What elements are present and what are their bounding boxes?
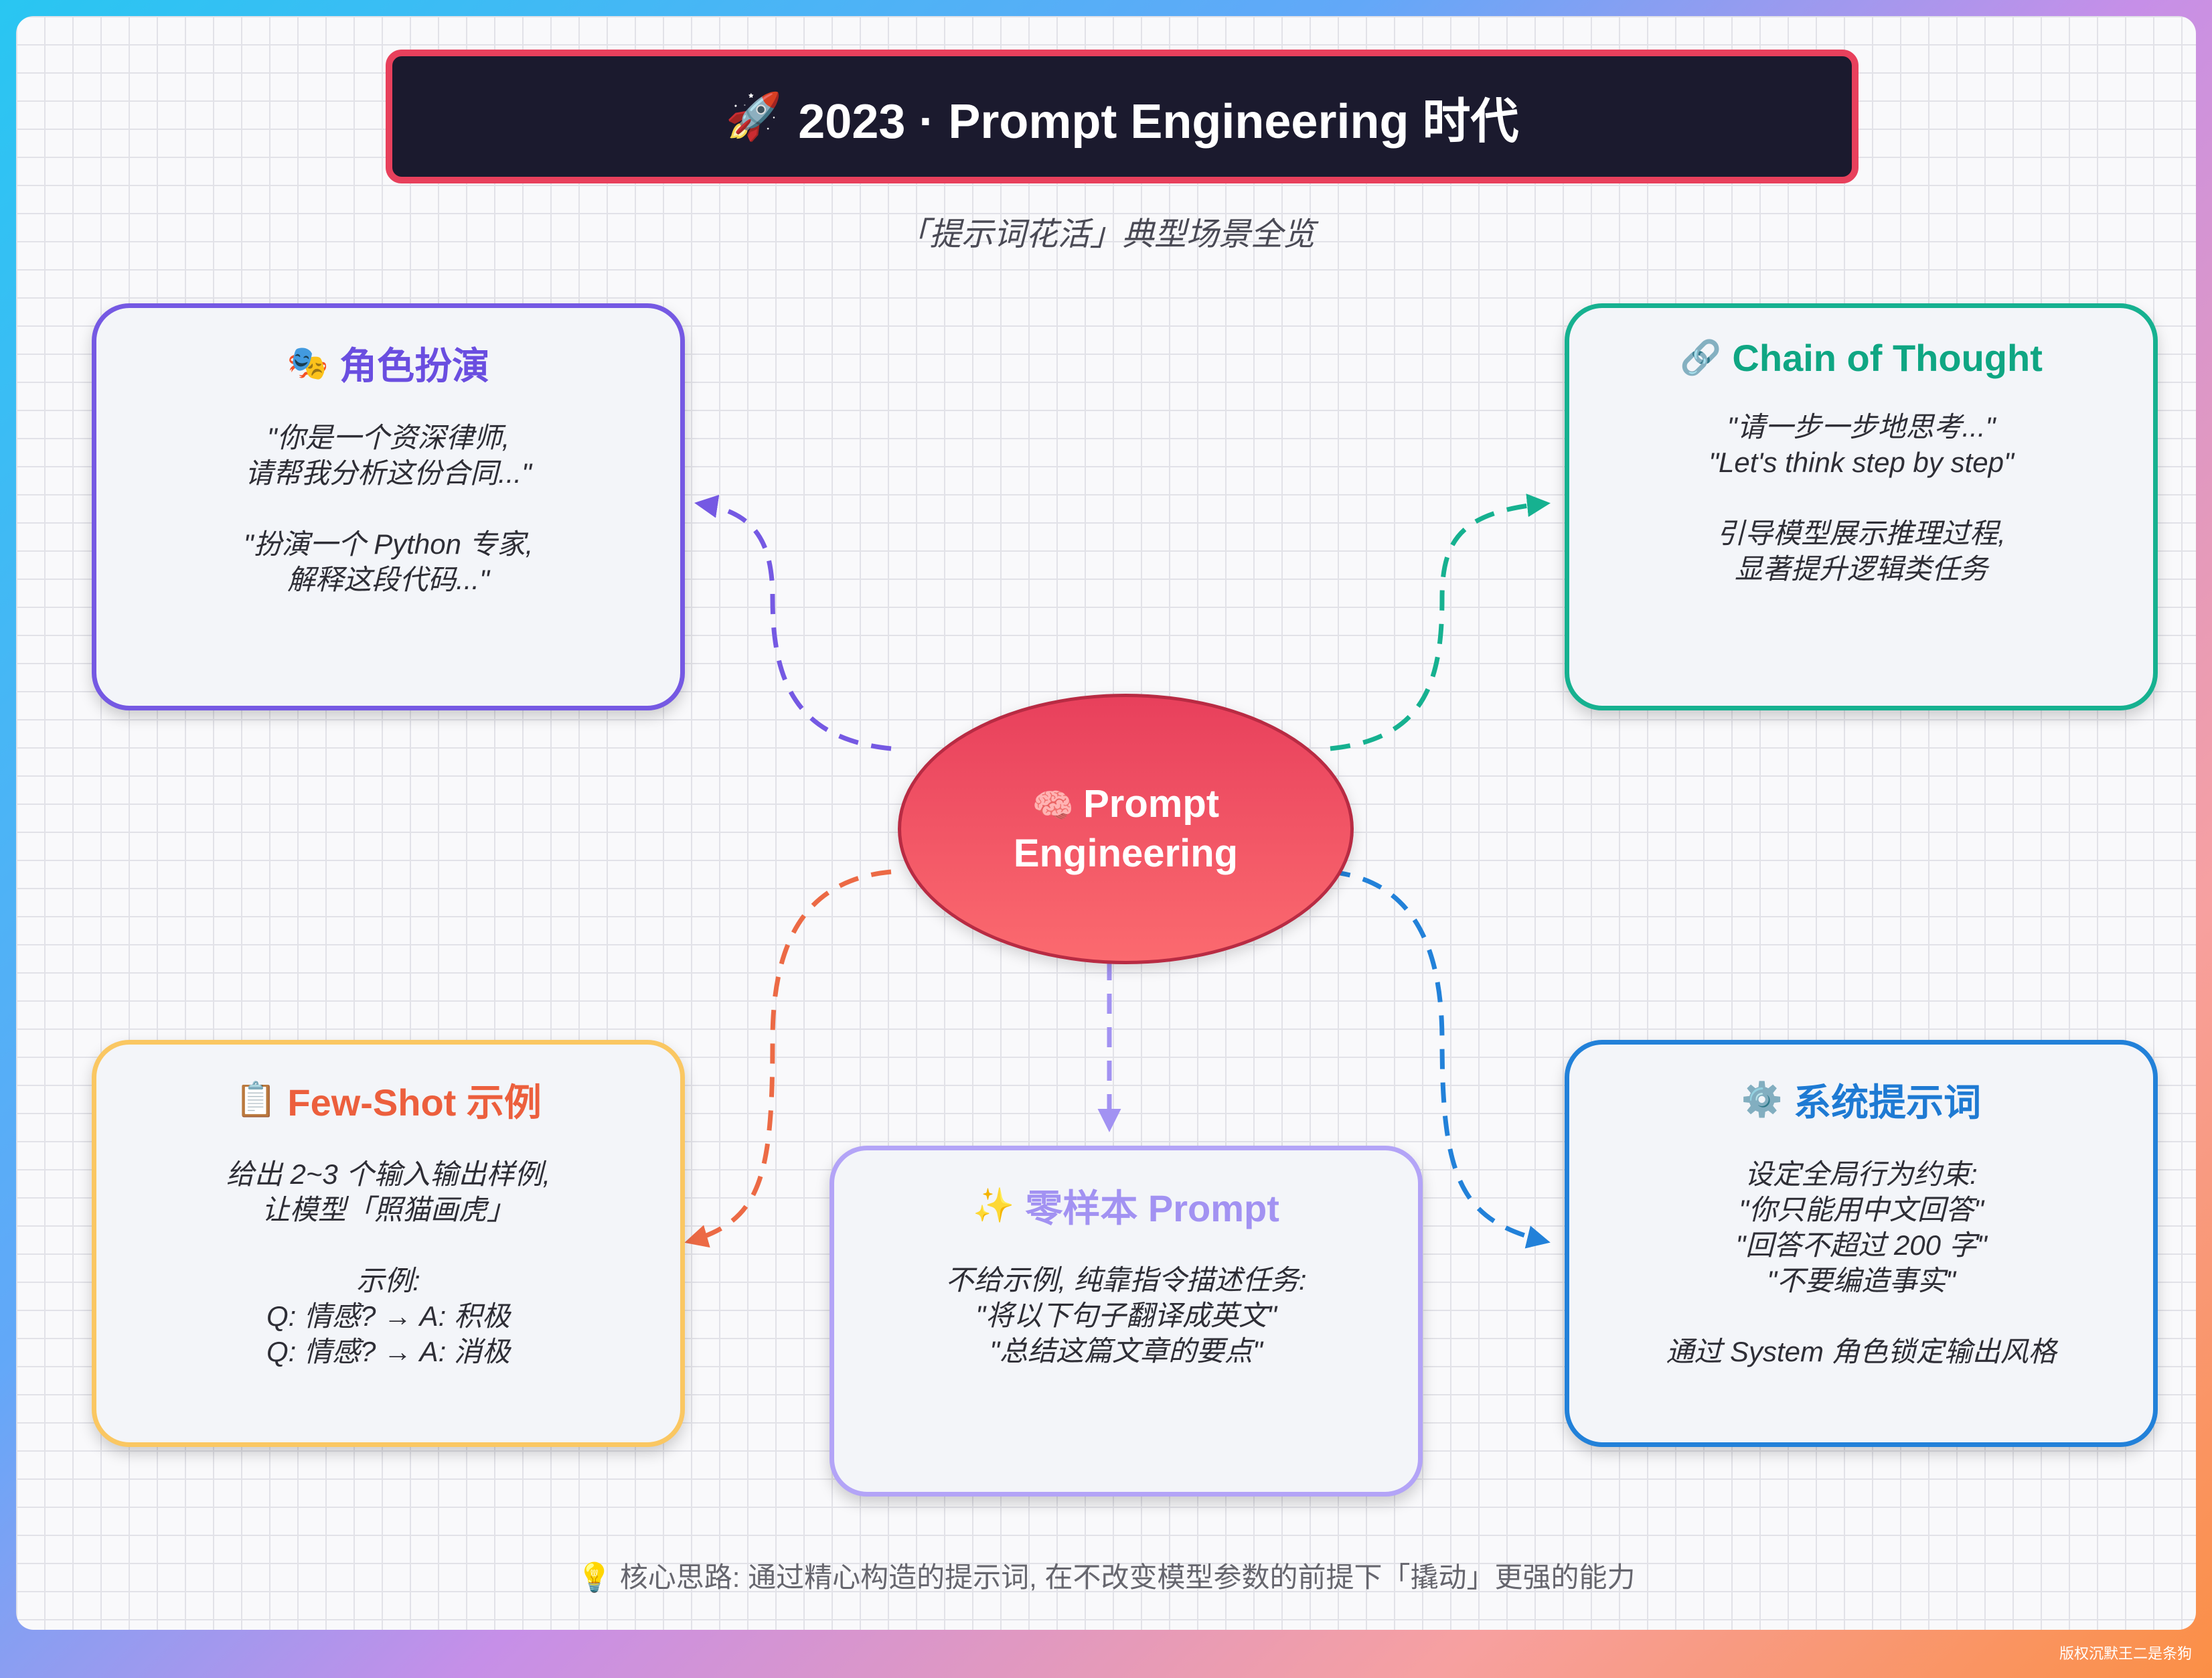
few-shot-card: 📋 Few-Shot 示例 给出 2~3 个输入输出样例, 让模型「照猫画虎」 … <box>92 1040 685 1447</box>
chain-of-thought-body: "请一步一步地思考..." "Let's think step by step"… <box>1709 411 2014 585</box>
gear-icon: ⚙️ <box>1741 1081 1784 1118</box>
sparkles-icon: ✨ <box>973 1187 1015 1224</box>
link-to-role-play <box>694 494 892 751</box>
theater-masks-icon: 🎭 <box>287 344 329 382</box>
role-play-title: 角色扮演 <box>339 345 490 387</box>
link-to-few-shot <box>684 869 892 1248</box>
watermark: 版权沉默王二是条狗 <box>2059 1645 2192 1662</box>
connector-layer <box>684 493 1551 1249</box>
system-prompt-card: ⚙️ 系统提示词 设定全局行为约束: "你只能用中文回答" "回答不超过 200… <box>1565 1040 2158 1447</box>
link-to-chain-of-thought <box>1330 493 1551 751</box>
role-play-body: "你是一个资深律师, 请帮我分析这份合同..." "扮演一个 Python 专家… <box>243 422 534 595</box>
center-node-line2: Engineering <box>1013 832 1239 875</box>
zero-shot-card: ✨ 零样本 Prompt 不给示例, 纯靠指令描述任务: "将以下句子翻译成英文… <box>830 1146 1423 1497</box>
footer-note-text: 核心思路: 通过精心构造的提示词, 在不改变模型参数的前提下「撬动」更强的能力 <box>619 1561 1636 1593</box>
link-to-system-prompt <box>1330 869 1551 1249</box>
few-shot-title: Few-Shot 示例 <box>287 1081 542 1124</box>
role-play-card: 🎭 角色扮演 "你是一个资深律师, 请帮我分析这份合同..." "扮演一个 Py… <box>92 303 685 710</box>
rocket-icon: 🚀 <box>725 91 783 142</box>
title-banner: 🚀 2023 · Prompt Engineering 时代 <box>386 50 1859 183</box>
footer-note: 💡核心思路: 通过精心构造的提示词, 在不改变模型参数的前提下「撬动」更强的能力 <box>16 1555 2196 1596</box>
system-prompt-body: 设定全局行为约束: "你只能用中文回答" "回答不超过 200 字" "不要编造… <box>1666 1158 2057 1367</box>
diagram-canvas: 🚀 2023 · Prompt Engineering 时代 「提示词花活」典型… <box>16 16 2196 1630</box>
lightbulb-icon: 💡 <box>576 1561 612 1593</box>
link-icon: 🔗 <box>1680 339 1722 376</box>
page-subtitle: 「提示词花活」典型场景全览 <box>896 217 1315 252</box>
brain-icon: 🧠 <box>1032 787 1075 824</box>
chain-of-thought-title: Chain of Thought <box>1732 337 2043 379</box>
zero-shot-title: 零样本 Prompt <box>1025 1187 1279 1229</box>
chain-of-thought-card: 🔗 Chain of Thought "请一步一步地思考..." "Let's … <box>1565 303 2158 710</box>
few-shot-body: 给出 2~3 个输入输出样例, 让模型「照猫画虎」 示例: Q: 情感? → A… <box>226 1158 551 1367</box>
zero-shot-body: 不给示例, 纯靠指令描述任务: "将以下句子翻译成英文" "总结这篇文章的要点" <box>945 1264 1307 1367</box>
clipboard-icon: 📋 <box>235 1081 277 1118</box>
system-prompt-title: 系统提示词 <box>1794 1081 1982 1124</box>
page-title: 2023 · Prompt Engineering 时代 <box>798 94 1519 149</box>
center-node-prompt-engineering: 🧠Prompt Engineering <box>898 694 1354 964</box>
center-node-line1: Prompt <box>1083 782 1220 826</box>
